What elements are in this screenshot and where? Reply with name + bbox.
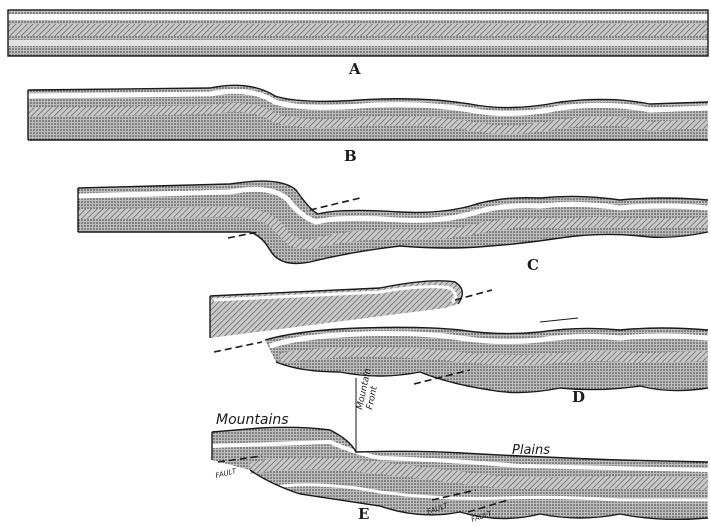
- stage-label-d: D: [572, 388, 585, 406]
- section-d-thrust-left: [214, 342, 262, 352]
- section-a: A: [8, 10, 708, 78]
- stage-label-b: B: [344, 147, 357, 165]
- stage-label-a: A: [348, 60, 361, 78]
- fault-label-left: FAULT: [215, 467, 238, 480]
- plains-label: Plains: [512, 443, 550, 458]
- stage-label-e: E: [358, 505, 369, 523]
- section-d-thrust-tick: [540, 318, 578, 322]
- section-c-thrust-lower: [228, 232, 258, 238]
- section-a-white-band: [8, 14, 708, 20]
- stage-label-c: C: [527, 256, 539, 274]
- section-b: B: [28, 85, 708, 165]
- section-a-light-band: [8, 40, 708, 46]
- section-e: Mountains Plains Mountain Front FAULT FA…: [212, 367, 708, 524]
- section-a-hatched-band: [8, 24, 708, 36]
- mountains-label: Mountains: [216, 412, 289, 428]
- section-c-thrust-upper: [310, 198, 360, 210]
- section-c: C: [78, 181, 708, 274]
- section-d: D: [210, 281, 708, 406]
